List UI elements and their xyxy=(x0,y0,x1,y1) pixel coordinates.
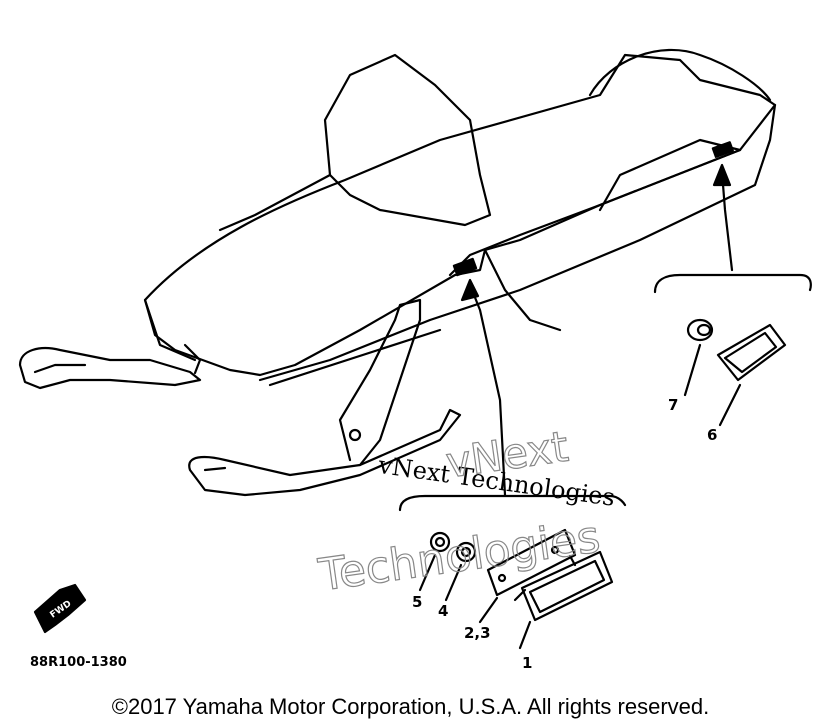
callout-2-3: 2,3 xyxy=(464,624,491,642)
callout-1: 1 xyxy=(522,654,532,672)
callout-5: 5 xyxy=(412,593,422,611)
part-2-3-base-plate xyxy=(478,528,577,624)
part-code: 88R100-1380 xyxy=(30,655,127,670)
part-4-nut xyxy=(444,541,477,602)
copyright-notice: ©2017 Yamaha Motor Corporation, U.S.A. A… xyxy=(111,694,710,719)
callout-7: 7 xyxy=(668,396,678,414)
part-7-grommet xyxy=(683,318,714,397)
watermark: vNext Technologies vNext Technologies xyxy=(315,421,617,602)
fwd-arrow-icon xyxy=(33,583,87,634)
snowmobile-illustration xyxy=(18,48,777,497)
part-5-washer xyxy=(418,531,451,592)
callout-4: 4 xyxy=(438,602,448,620)
leader-arrows xyxy=(460,163,734,497)
group-brackets xyxy=(398,273,812,512)
callout-6: 6 xyxy=(707,426,717,444)
part-1-reflector xyxy=(513,550,614,650)
part-6-reflector xyxy=(716,323,787,427)
watermark-line3: Technologies xyxy=(315,511,603,601)
